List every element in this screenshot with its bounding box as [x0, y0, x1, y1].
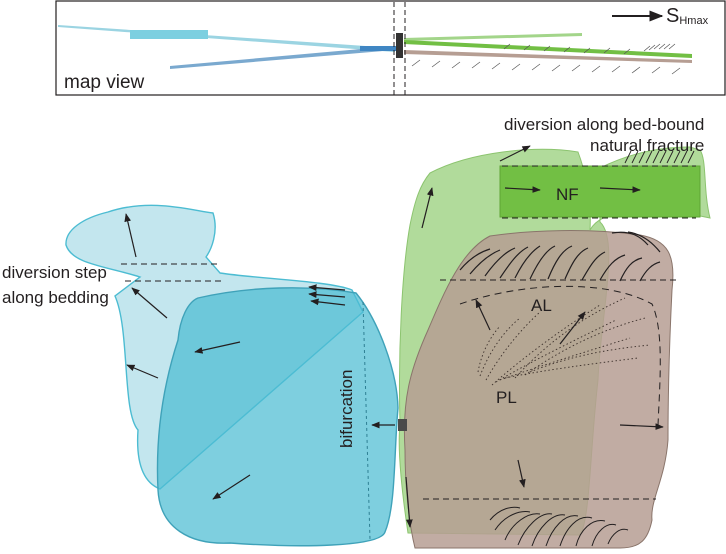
al-label: AL [531, 296, 552, 315]
map-view-label: map view [64, 72, 145, 93]
map-wellbore [396, 33, 403, 58]
map-view-panel [55, 0, 726, 96]
natural-fracture-hairlines [624, 150, 695, 164]
map-left-wing [58, 25, 396, 69]
nf-label: NF [556, 185, 579, 204]
diversion-step-label: diversion step along bedding [2, 263, 109, 307]
right-fracture-wing [121, 145, 711, 549]
wellbore-marker [398, 419, 407, 431]
left-fracture-wing [65, 204, 399, 547]
plume-dotted-lines [477, 297, 651, 386]
left-wing-medium-blue [156, 287, 399, 547]
shmax-label: SHmax [666, 5, 709, 27]
natural-fracture-box [499, 165, 701, 218]
bifurcation-label: bifurcation [337, 369, 356, 448]
pl-label: PL [496, 388, 517, 407]
en-echelon-fractures-bottom [489, 506, 629, 547]
diversion-fracture-label: diversion along bed-bound natural fractu… [504, 115, 705, 155]
map-right-wing [404, 33, 692, 75]
en-echelon-fractures-top [459, 231, 661, 282]
right-wing-tan [403, 230, 674, 549]
